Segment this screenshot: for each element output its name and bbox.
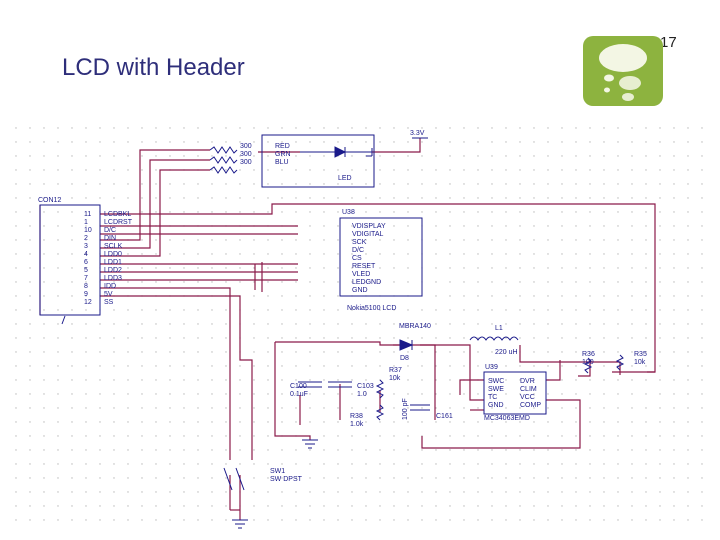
connector-pin-number: 10 xyxy=(84,227,92,234)
inductor-value: 220 uH xyxy=(495,349,518,356)
r35-val: 10k xyxy=(634,359,646,366)
ic-ref: U39 xyxy=(485,364,498,371)
inductor-ref: L1 xyxy=(495,325,503,332)
c103-val: 1.0 xyxy=(357,391,367,398)
connector-pin-number: 11 xyxy=(84,211,91,218)
lcd-pin-label: D/C xyxy=(352,247,364,254)
led-part: LED xyxy=(338,175,352,182)
ic-part: MC34063EMD xyxy=(484,415,530,422)
c100-ref: C100 xyxy=(290,383,307,390)
connector-pin-number: 9 xyxy=(84,291,88,298)
connector-pin-net: LCDBKL xyxy=(104,211,131,218)
net-grn: GRN xyxy=(275,151,291,158)
connector-pin-number: 5 xyxy=(84,267,88,274)
connector-pin-net: SCLK xyxy=(104,243,123,250)
connector-pin-net: LDD2 xyxy=(104,267,122,274)
connector-pin-net: LDD1 xyxy=(104,259,122,266)
c-right-ref: C161 xyxy=(436,413,453,420)
connector-pin-number: 4 xyxy=(84,251,88,258)
r38-ref: R38 xyxy=(350,413,363,420)
diode-ref: D8 xyxy=(400,355,409,362)
r38-val: 1.0k xyxy=(350,421,364,428)
r36-ref: R36 xyxy=(582,351,595,358)
connector-pin-net: D/C xyxy=(104,227,116,234)
connector-pin-net: LDD0 xyxy=(104,251,122,258)
ic-pin-right: COMP xyxy=(520,402,541,409)
net-red: RED xyxy=(275,143,290,150)
ic-pin-left: SWE xyxy=(488,386,504,393)
slide-number: 17 xyxy=(660,34,677,51)
connector-pin-net: IDD xyxy=(104,283,116,290)
ic-pin-left: GND xyxy=(488,402,504,409)
connector-pin-number: 6 xyxy=(84,259,88,266)
connector-pin-number: 2 xyxy=(84,235,88,242)
logo-icon xyxy=(583,36,663,106)
lcd-pin-label: SCK xyxy=(352,239,367,246)
r37-val: 10k xyxy=(389,375,401,382)
connector-pin-net: LCDRST xyxy=(104,219,133,226)
res-led-1: 300 xyxy=(240,143,252,150)
ic-pin-left: SWC xyxy=(488,378,504,385)
lcd-part: Nokia5100 LCD xyxy=(347,305,396,312)
c103-ref: C103 xyxy=(357,383,374,390)
diode-part: MBRA140 xyxy=(399,323,431,330)
res-led-2: 300 xyxy=(240,151,252,158)
ic-pin-left: TC xyxy=(488,394,497,401)
connector-pin-net: SS xyxy=(104,299,114,306)
connector-pin-number: 7 xyxy=(84,275,88,282)
connector-pin-number: 1 xyxy=(84,219,88,226)
connector-pin-net: LDD3 xyxy=(104,275,122,282)
ic-pin-right: CLIM xyxy=(520,386,537,393)
net-blu: BLU xyxy=(275,159,289,166)
ic-pin-right: VCC xyxy=(520,394,535,401)
lcd-pin-label: VDIGITAL xyxy=(352,231,383,238)
supply-3v3: 3.3V xyxy=(410,130,425,137)
slide-title: LCD with Header xyxy=(62,54,245,81)
sw-ref: SW1 xyxy=(270,468,285,475)
c-mid-val: 100 pF xyxy=(402,398,409,420)
connector-pin-net: 5V xyxy=(104,291,113,298)
lcd-pin-label: GND xyxy=(352,287,368,294)
ic-pin-right: DVR xyxy=(520,378,535,385)
connector-pin-net: DIN xyxy=(104,235,116,242)
lcd-pin-label: RESET xyxy=(352,263,376,270)
r37-ref: R37 xyxy=(389,367,402,374)
sw-part: SW DPST xyxy=(270,476,303,483)
r36-val: 100 xyxy=(582,359,594,366)
lcd-pin-label: CS xyxy=(352,255,362,262)
r35-ref: R35 xyxy=(634,351,647,358)
c100-val: 0.1uF xyxy=(290,391,308,398)
con-ref: CON12 xyxy=(38,197,61,204)
connector-pin-number: 3 xyxy=(84,243,88,250)
lcd-pin-label: LEDGND xyxy=(352,279,381,286)
connector-pin-number: 12 xyxy=(84,299,92,306)
lcd-pin-label: VLED xyxy=(352,271,370,278)
lcd-pin-label: VDISPLAY xyxy=(352,223,386,230)
connector-pin-number: 8 xyxy=(84,283,88,290)
lcd-ref: U38 xyxy=(342,209,355,216)
res-led-3: 300 xyxy=(240,159,252,166)
